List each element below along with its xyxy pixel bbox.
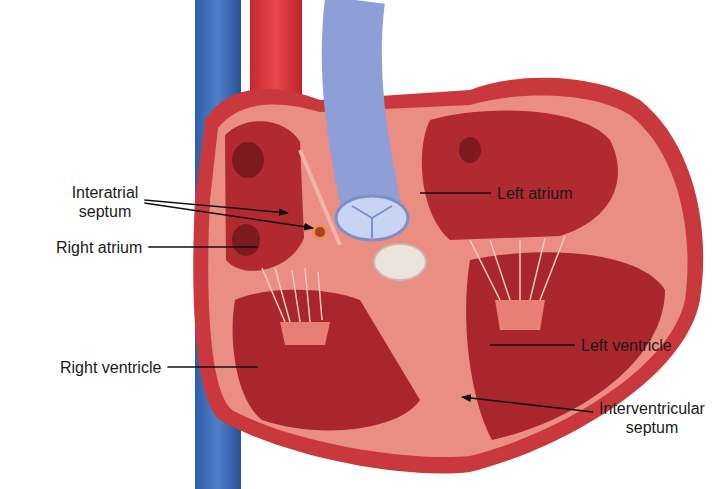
valve-cusps bbox=[352, 206, 392, 238]
vein-opening bbox=[232, 142, 264, 178]
vein-opening bbox=[232, 224, 260, 256]
part-label: Left atrium bbox=[497, 184, 573, 203]
aortic-valve bbox=[374, 244, 426, 280]
part-label: Interventricular septum bbox=[588, 399, 716, 437]
part-label: Right atrium bbox=[56, 238, 142, 257]
papillary-muscle bbox=[280, 322, 330, 345]
right-atrium-chamber bbox=[225, 121, 304, 271]
leader-line bbox=[462, 397, 593, 412]
papillary-muscle bbox=[495, 300, 545, 330]
part-label: Interatrial septum bbox=[50, 183, 160, 221]
pulmonary-artery bbox=[352, 0, 372, 212]
foramen-ovale bbox=[314, 226, 326, 238]
pulmonary-valve bbox=[336, 196, 408, 240]
part-label: Left ventricle bbox=[581, 336, 672, 355]
right-ventricle-chamber bbox=[233, 290, 420, 431]
part-label: Right ventricle bbox=[60, 358, 161, 377]
leader-line bbox=[420, 192, 491, 194]
leader-line bbox=[144, 203, 313, 228]
left-atrium-chamber bbox=[422, 110, 618, 240]
leader-line bbox=[167, 366, 258, 368]
leader-line bbox=[490, 344, 575, 346]
vein-opening bbox=[459, 137, 481, 163]
leader-line bbox=[148, 246, 258, 248]
